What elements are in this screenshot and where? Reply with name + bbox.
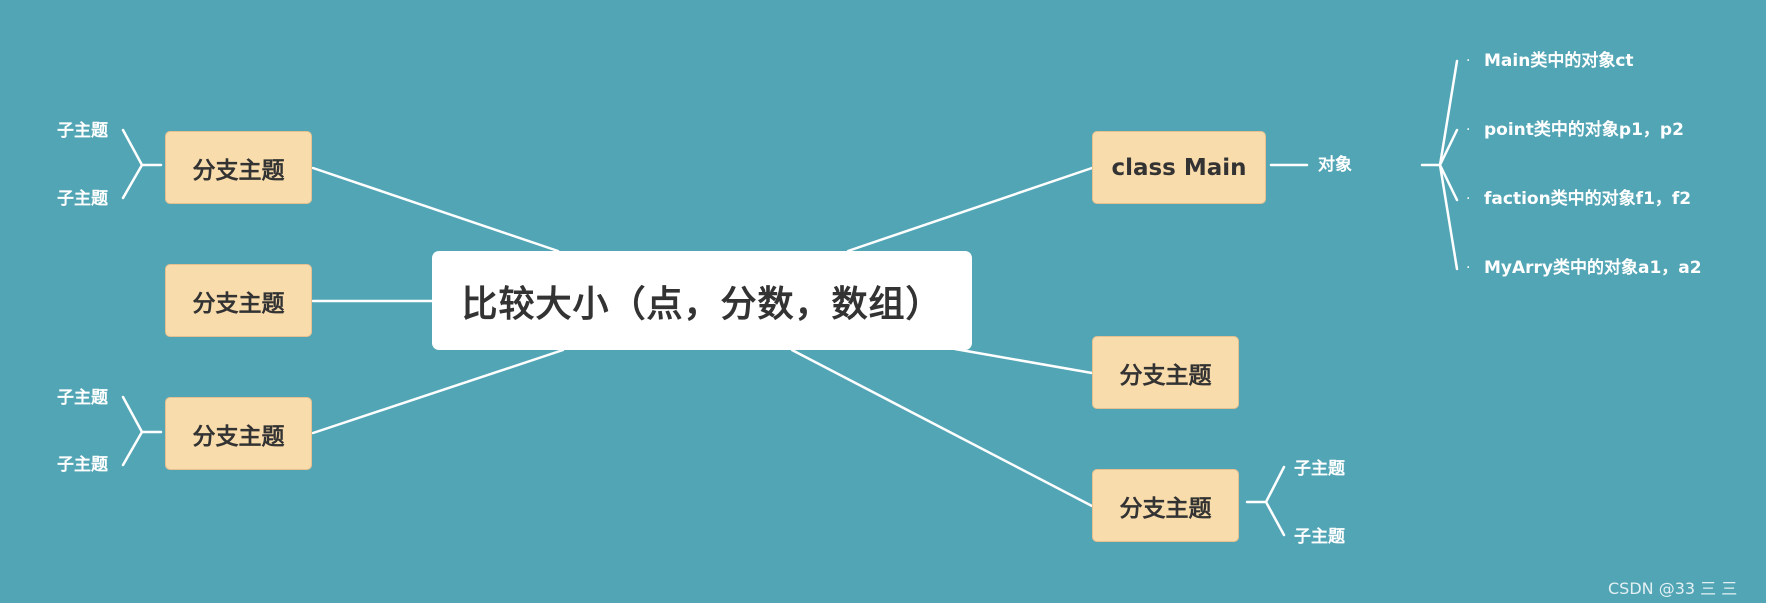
connector-line — [953, 347, 1094, 375]
branch-topic-class-main[interactable]: class Main — [1092, 131, 1266, 204]
branch-topic-label: 分支主题 — [1119, 495, 1212, 522]
branch-topic-left-bottom[interactable]: 分支主题 — [165, 397, 312, 470]
connector-line — [790, 348, 1094, 508]
branch-topic-left-top[interactable]: 分支主题 — [165, 131, 312, 204]
connector-line — [311, 166, 560, 253]
branch-topic-label: 分支主题 — [192, 290, 285, 317]
subtopic-left-top-2[interactable]: 子主题 — [57, 189, 108, 209]
bullet-marker: · — [1466, 260, 1471, 276]
branch-topic-label: 分支主题 — [1119, 362, 1212, 389]
central-topic-label: 比较大小（点，分数，数组） — [461, 283, 943, 325]
branch-topic-left-mid[interactable]: 分支主题 — [165, 264, 312, 337]
watermark: CSDN @33 三 三 — [1608, 579, 1738, 598]
subtopic-right-bottom-1[interactable]: 子主题 — [1294, 459, 1345, 479]
bullet-marker: · — [1466, 53, 1471, 69]
connector-line — [311, 348, 565, 435]
subtopic-right-bottom-2[interactable]: 子主题 — [1294, 527, 1345, 547]
connector-line — [846, 166, 1094, 253]
branch-topic-label: 分支主题 — [192, 423, 285, 450]
branch-topic-label: class Main — [1111, 154, 1247, 181]
central-topic[interactable]: 比较大小（点，分数，数组） — [432, 251, 972, 350]
subtopic-left-bottom-1[interactable]: 子主题 — [57, 388, 108, 408]
object-item-1[interactable]: Main类中的对象ct — [1484, 51, 1634, 71]
branch-topic-right-bottom[interactable]: 分支主题 — [1092, 469, 1239, 542]
subtopic-left-top-1[interactable]: 子主题 — [57, 121, 108, 141]
branch-topic-label: 分支主题 — [192, 157, 285, 184]
object-item-4[interactable]: MyArry类中的对象a1，a2 — [1484, 258, 1702, 278]
object-item-3[interactable]: faction类中的对象f1，f2 — [1484, 189, 1692, 209]
bullet-marker: · — [1466, 122, 1471, 138]
bullet-marker: · — [1466, 191, 1471, 207]
subtopic-left-bottom-2[interactable]: 子主题 — [57, 455, 108, 475]
branch-topic-right-mid[interactable]: 分支主题 — [1092, 336, 1239, 409]
object-item-2[interactable]: point类中的对象p1，p2 — [1484, 120, 1684, 140]
subtopic-objects[interactable]: 对象 — [1318, 155, 1352, 175]
